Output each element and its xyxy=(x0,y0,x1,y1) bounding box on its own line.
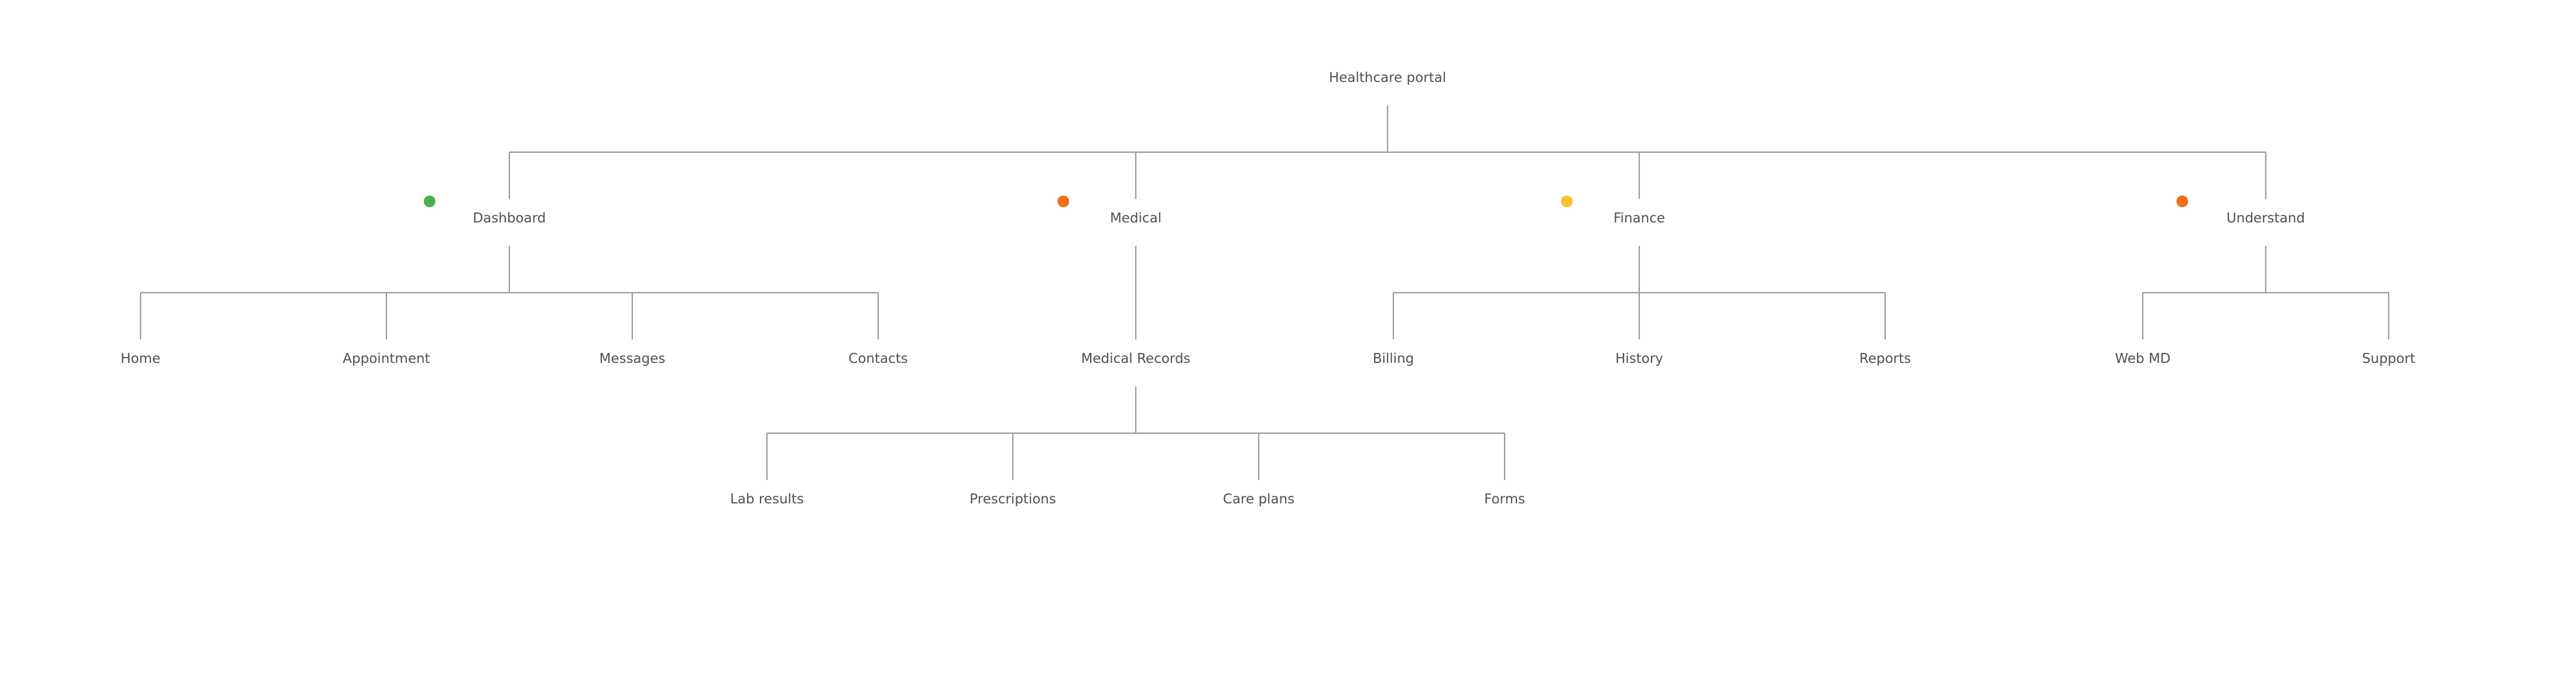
node-web-md[interactable]: Web MD xyxy=(2115,351,2170,366)
connector-lines xyxy=(139,105,2390,480)
node-contacts[interactable]: Contacts xyxy=(848,351,907,366)
status-dots xyxy=(423,196,2188,207)
node-medical-records[interactable]: Medical Records xyxy=(1081,351,1191,366)
node-prescriptions[interactable]: Prescriptions xyxy=(970,492,1056,507)
status-dot-finance xyxy=(1561,196,1573,207)
node-dashboard[interactable]: Dashboard xyxy=(473,211,546,226)
node-healthcare-portal[interactable]: Healthcare portal xyxy=(1329,70,1446,85)
node-reports[interactable]: Reports xyxy=(1859,351,1911,366)
node-appointment[interactable]: Appointment xyxy=(342,351,430,366)
status-dot-medical xyxy=(1057,196,1070,207)
node-forms[interactable]: Forms xyxy=(1484,492,1525,507)
node-medical[interactable]: Medical xyxy=(1110,211,1162,226)
node-finance[interactable]: Finance xyxy=(1614,211,1665,226)
node-home[interactable]: Home xyxy=(121,351,160,366)
node-messages[interactable]: Messages xyxy=(600,351,666,366)
node-billing[interactable]: Billing xyxy=(1373,351,1414,366)
status-dot-dashboard xyxy=(423,196,436,207)
node-lab-results[interactable]: Lab results xyxy=(730,492,804,507)
node-care-plans[interactable]: Care plans xyxy=(1223,492,1294,507)
node-support[interactable]: Support xyxy=(2362,351,2416,366)
node-understand[interactable]: Understand xyxy=(2226,211,2305,226)
status-dot-understand xyxy=(2176,196,2188,207)
node-history[interactable]: History xyxy=(1615,351,1663,366)
